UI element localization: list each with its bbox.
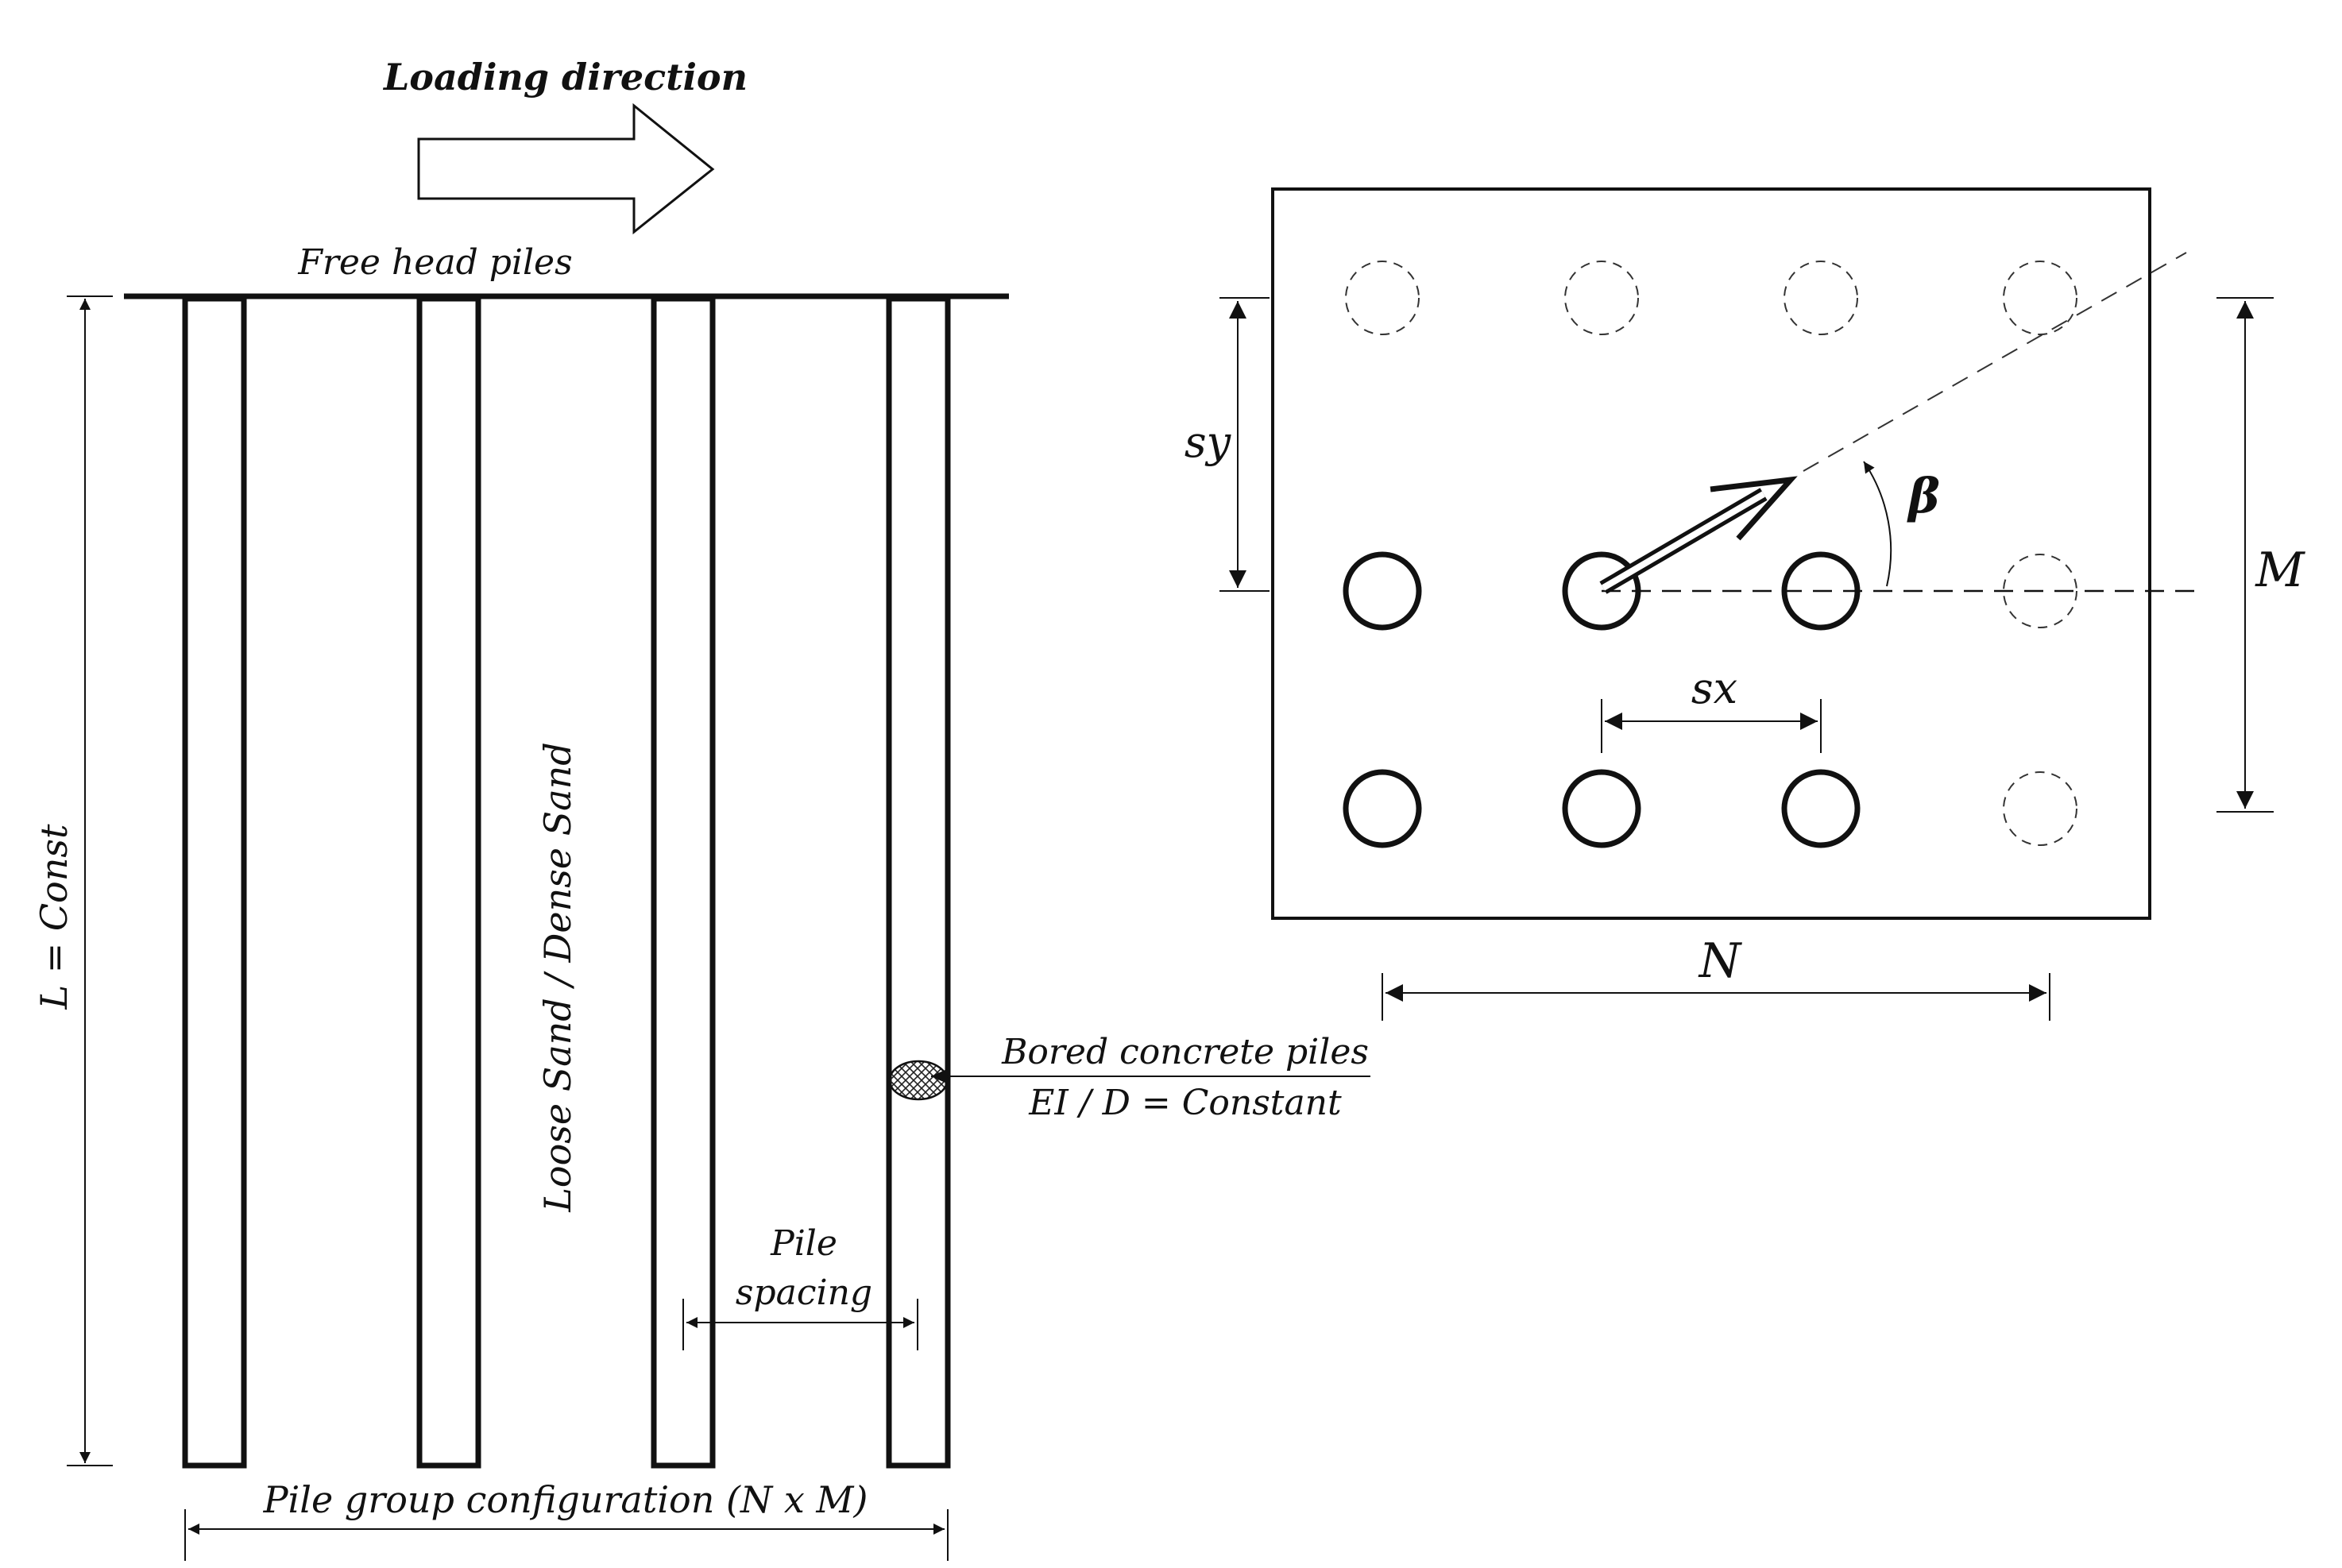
pile-plan: [1343, 551, 1422, 631]
load-vector-arrow: [1599, 476, 1798, 594]
pile-spacing-label-2: spacing: [736, 1273, 872, 1313]
pile-stiffness-label: EI / D = Constant: [1028, 1083, 1342, 1123]
sx-label: sx: [1691, 663, 1737, 713]
pile-section-hatch: [888, 1060, 949, 1101]
n-label: N: [1698, 933, 1743, 989]
soil-label: Loose Sand / Dense Sand: [536, 742, 579, 1212]
pile-position-empty: [1345, 261, 1420, 335]
free-head-label: Free head piles: [297, 242, 572, 283]
pile-4: [886, 295, 951, 1469]
pile-3: [651, 295, 716, 1469]
pile-position-empty: [2003, 554, 2077, 628]
pile-type-label: Bored concrete piles: [1001, 1032, 1369, 1072]
pile-cap-plan: [1271, 187, 2151, 920]
beta-label: β: [1907, 469, 1940, 524]
pile-plan: [1562, 769, 1641, 848]
pile-plan: [1343, 769, 1422, 848]
pile-position-empty: [1784, 261, 1858, 335]
load-direction-reference-line: [1803, 252, 2187, 472]
pile-position-empty: [2003, 771, 2077, 846]
loading-direction-label: Loading direction: [382, 56, 748, 98]
callout-leader-arrow: [931, 1069, 947, 1083]
configuration-label: Pile group configuration (N x M): [263, 1478, 868, 1521]
m-label: M: [2255, 543, 2305, 598]
pile-2: [416, 295, 481, 1469]
length-label: L = Const: [33, 824, 75, 1010]
sy-label: sy: [1185, 417, 1232, 467]
pile-position-empty: [2003, 261, 2077, 335]
beta-angle-arc: [1863, 461, 1892, 587]
pile-spacing-label-1: Pile: [770, 1223, 837, 1264]
pile-plan: [1781, 769, 1861, 848]
pile-1: [182, 295, 247, 1469]
pile-position-empty: [1564, 261, 1639, 335]
loading-direction-arrow: [417, 102, 715, 235]
